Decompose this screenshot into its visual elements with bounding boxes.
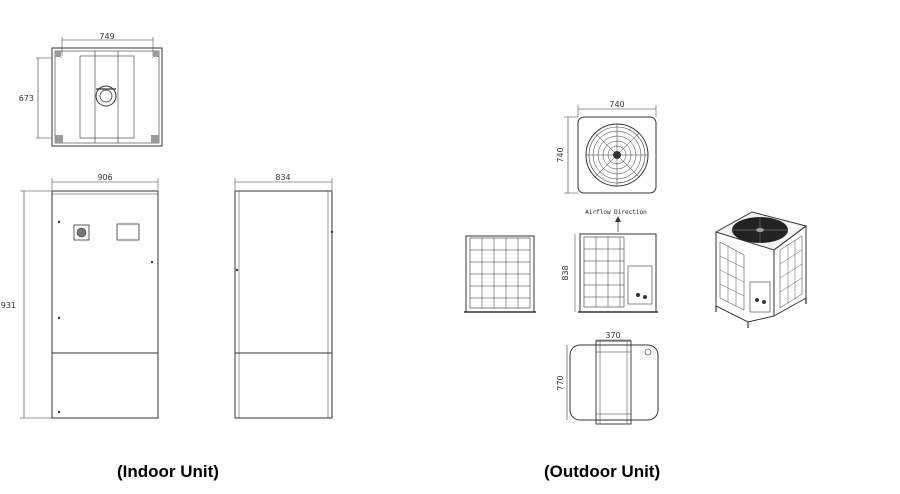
outdoor-top-depth-label: 740 [556,147,565,162]
indoor-front-view [20,178,159,419]
airflow-direction-label: Airflow Direction [585,209,647,216]
outdoor-height-label: 838 [561,265,570,280]
indoor-unit-caption: (Indoor Unit) [117,462,219,481]
outdoor-left-view [464,235,536,313]
outdoor-top-view [564,105,657,194]
outdoor-base-view [566,339,659,425]
outdoor-base-depth-label: 770 [556,375,565,390]
indoor-height-label: 1931 [0,301,16,310]
outdoor-unit-caption: (Outdoor Unit) [544,462,661,481]
indoor-front-width-label: 906 [97,173,112,182]
indoor-top-view [36,37,163,147]
outdoor-isometric-view [714,211,808,328]
indoor-side-depth-label: 834 [275,173,290,182]
outdoor-base-width-label: 370 [605,331,620,340]
outdoor-top-width-label: 740 [609,100,624,109]
outdoor-front-view [574,216,658,313]
indoor-top-width-label: 749 [99,32,114,41]
indoor-side-view [234,178,334,419]
indoor-top-depth-label: 673 [19,94,34,103]
